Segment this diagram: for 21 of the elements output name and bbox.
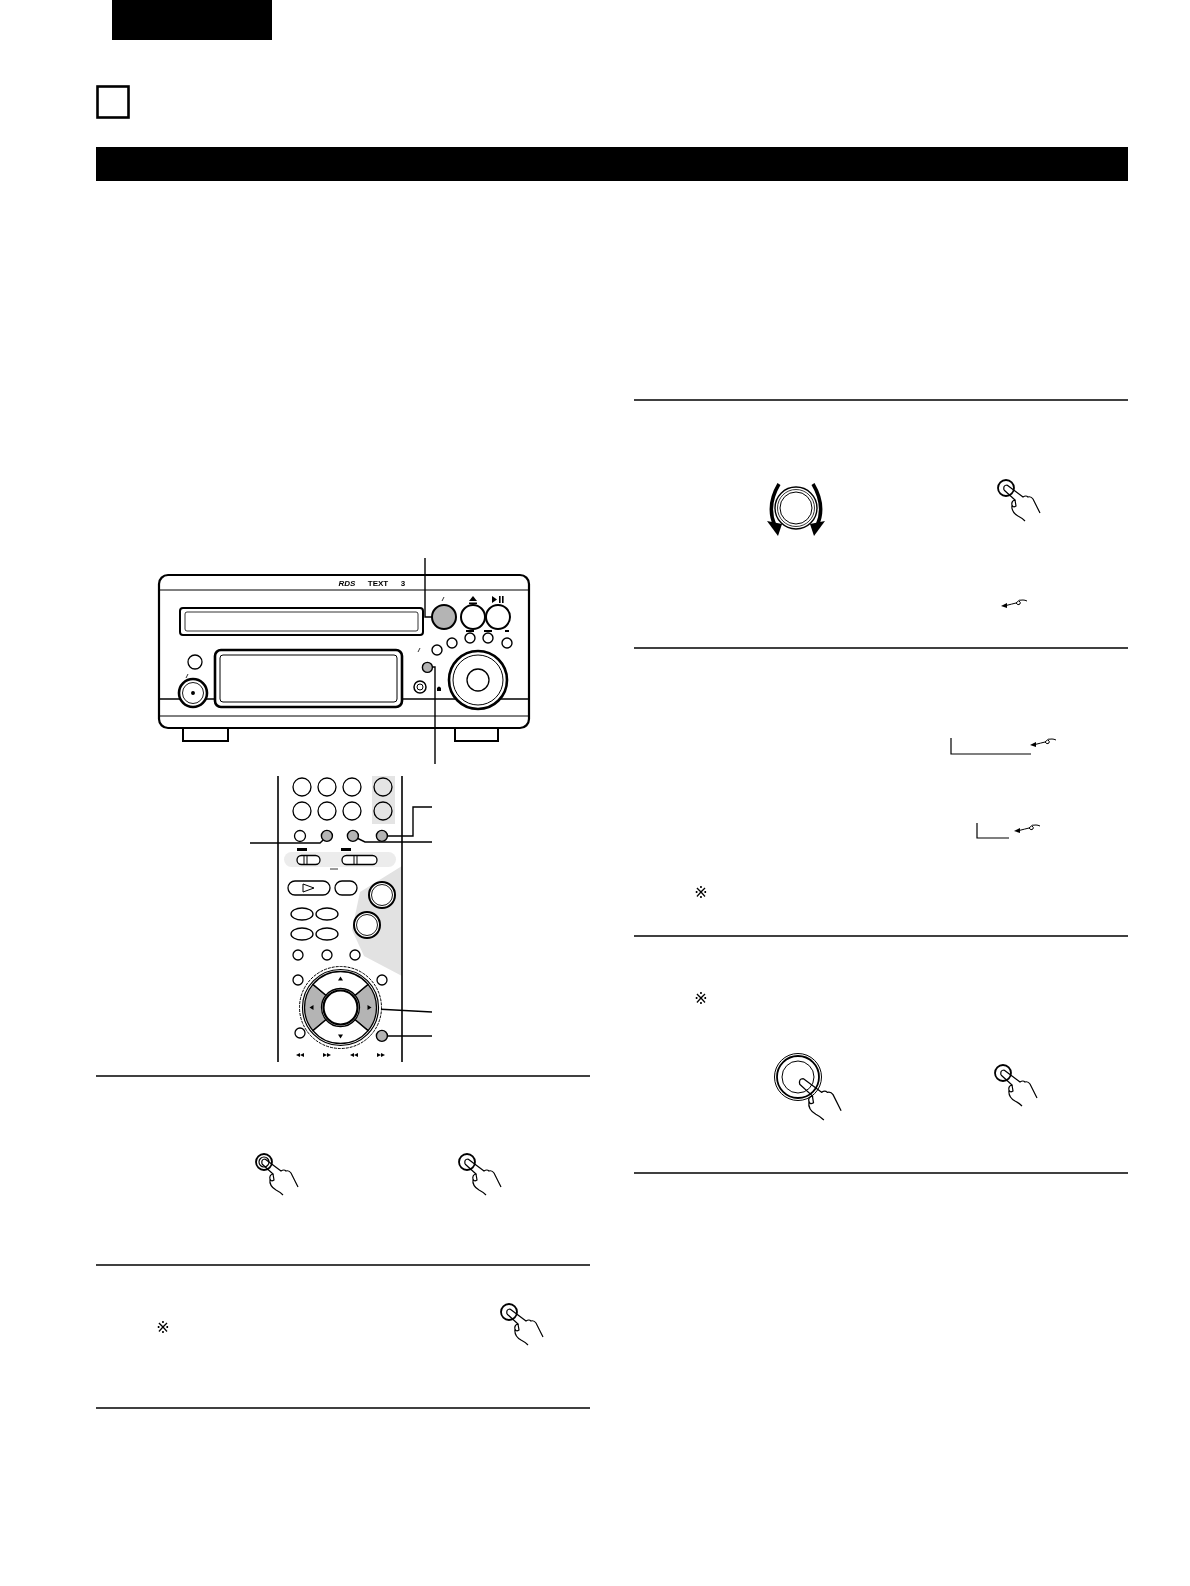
panel-label: TEXT — [367, 580, 389, 588]
section-title-bar — [96, 147, 1128, 181]
remote-button — [346, 829, 360, 843]
device-button — [420, 660, 434, 674]
note-mark: ※ — [694, 991, 708, 1007]
leader-line — [357, 837, 433, 843]
leader-line — [424, 557, 433, 618]
header-tab — [112, 0, 272, 40]
leader-line — [380, 1008, 433, 1013]
leader-line — [386, 806, 433, 837]
note-mark: ※ — [694, 885, 708, 901]
remote-button — [375, 829, 389, 843]
panel-label: 3 — [400, 580, 406, 588]
remote-button — [375, 1029, 389, 1043]
panel-label: RDS — [338, 580, 356, 588]
direction-pad — [297, 964, 383, 1050]
remote-button — [320, 829, 334, 843]
leader-line — [249, 839, 324, 844]
note-mark: ※ — [156, 1320, 170, 1336]
leader-line — [386, 1035, 433, 1037]
leader-line — [431, 666, 436, 765]
